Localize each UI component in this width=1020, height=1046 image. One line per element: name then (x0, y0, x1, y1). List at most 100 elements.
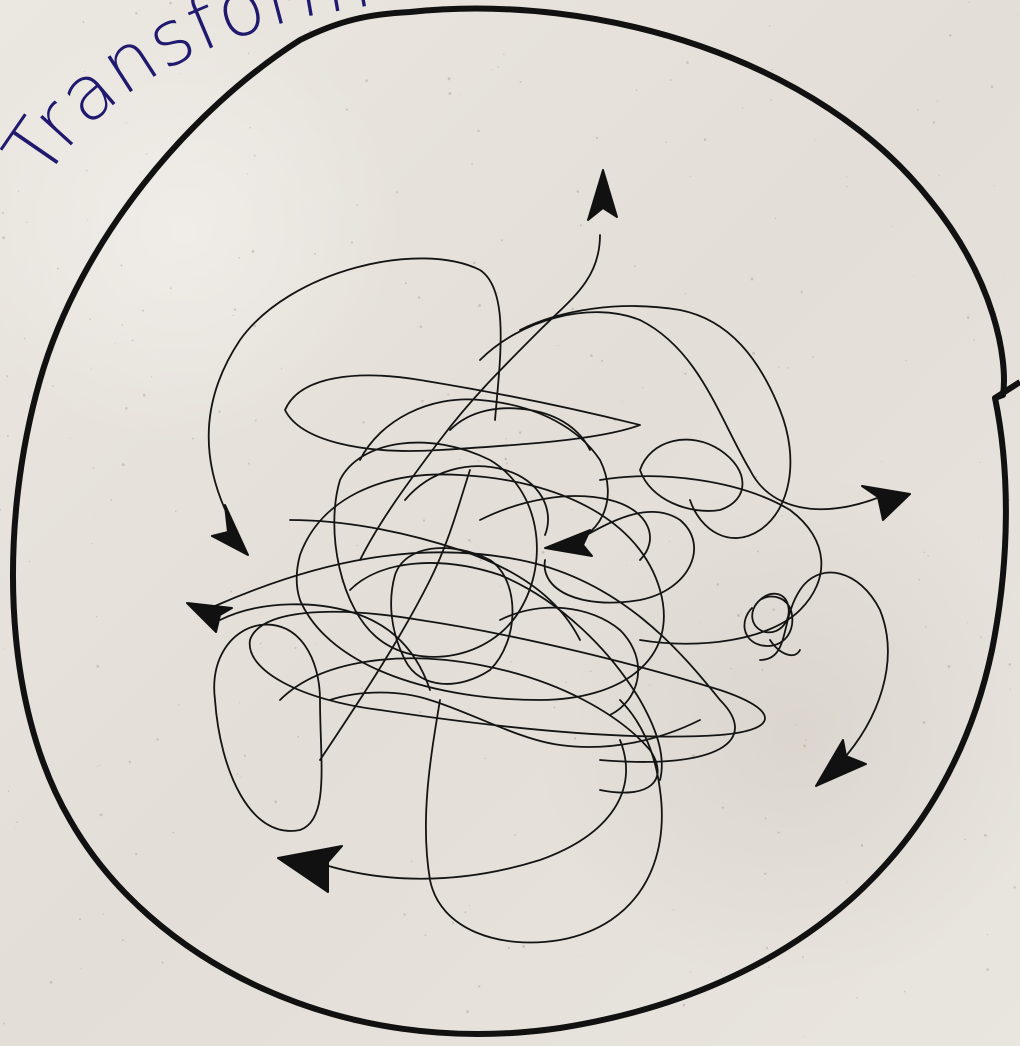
paper-speck (103, 913, 104, 914)
paper-speck (968, 1, 970, 3)
paper-speck (234, 308, 237, 311)
paper-speck (421, 400, 424, 403)
paper-speck (649, 684, 650, 685)
paper-speck (557, 345, 558, 346)
paper-speck (233, 315, 235, 317)
paper-speck (782, 515, 783, 516)
paper-speck (991, 85, 994, 88)
paper-speck (26, 222, 27, 223)
paper-speck (261, 647, 262, 648)
paper-speck (686, 61, 689, 64)
paper-speck (16, 821, 18, 823)
paper-speck (96, 616, 98, 618)
paper-speck (420, 326, 423, 329)
paper-speck (82, 21, 84, 23)
paper-speck (949, 34, 952, 37)
paper-speck (979, 462, 980, 463)
paper-speck (469, 905, 470, 906)
paper-speck (511, 661, 512, 662)
paper-speck (501, 239, 503, 241)
paper-speck (97, 766, 98, 767)
paper-speck (737, 614, 740, 617)
paper-speck (411, 861, 413, 863)
paper-speck (815, 140, 816, 141)
paper-speck (69, 438, 70, 439)
paper-speck (800, 291, 802, 293)
paper-speck (771, 69, 773, 71)
arrow-bottom-left (278, 846, 342, 892)
paper-speck (861, 844, 864, 847)
paper-speck (757, 551, 759, 553)
paper-speck (178, 704, 179, 705)
paper-speck (846, 186, 848, 188)
paper-speck (937, 100, 938, 101)
paper-speck (684, 373, 686, 375)
paper-speck (126, 122, 127, 123)
paper-speck (244, 755, 246, 757)
paper-speck (692, 754, 695, 757)
paper-speck (248, 53, 250, 55)
paper-speck (987, 934, 988, 935)
paper-speck (3, 648, 4, 649)
paper-speck (506, 438, 507, 439)
paper-speck (125, 407, 128, 410)
paper-speck (7, 435, 9, 437)
paper-speck (0, 509, 1, 511)
paper-speck (939, 175, 940, 176)
paper-speck (477, 130, 480, 133)
paper-speck (6, 375, 8, 377)
paper-speck (161, 962, 163, 964)
paper-speck (923, 721, 926, 724)
paper-speck (143, 394, 146, 397)
paper-speck (881, 461, 882, 462)
paper-speck (775, 218, 777, 220)
paper-speck (230, 591, 232, 593)
paper-speck (538, 329, 539, 330)
paper-speck (590, 670, 592, 672)
paper-speck (99, 765, 100, 766)
paper-speck (403, 913, 405, 915)
paper-speck (722, 806, 724, 808)
paper-speck (580, 224, 582, 226)
paper-speck (891, 226, 892, 227)
paper-speck (967, 622, 968, 623)
paper-speck (964, 839, 966, 841)
paper-speck (218, 411, 220, 413)
paper-speck (795, 724, 796, 725)
paper-speck (752, 352, 755, 355)
paper-speck (927, 555, 928, 556)
paper-speck (361, 687, 363, 689)
paper-speck (29, 561, 30, 562)
paper-speck (478, 985, 480, 987)
paper-speck (905, 360, 906, 361)
paper-speck (571, 308, 574, 311)
paper-speck (917, 109, 919, 111)
paper-speck (626, 565, 627, 566)
paper-speck (522, 945, 525, 948)
paper-speck (81, 968, 82, 969)
paper-speck (295, 647, 297, 649)
paper-speck (172, 832, 174, 834)
paper-speck (812, 356, 814, 358)
paper-speck (156, 738, 158, 740)
paper-speck (665, 142, 666, 143)
paper-speck (93, 467, 95, 469)
paper-speck (803, 745, 806, 748)
paper-speck (967, 316, 970, 319)
paper-speck (480, 559, 482, 561)
paper-speck (714, 801, 715, 802)
arrow-right-lower (816, 740, 866, 786)
paper-speck (636, 89, 638, 91)
paper-speck (904, 991, 906, 993)
paper-speck (466, 1010, 469, 1013)
paper-speck (769, 25, 771, 27)
paper-speck (57, 268, 59, 270)
paper-speck (690, 972, 691, 973)
paper-speck (241, 777, 242, 778)
paper-speck (497, 292, 498, 293)
paper-speck (423, 519, 425, 521)
paper-speck (1010, 689, 1011, 690)
paper-speck (356, 204, 358, 206)
paper-speck (542, 551, 545, 554)
paper-speck (238, 257, 240, 259)
